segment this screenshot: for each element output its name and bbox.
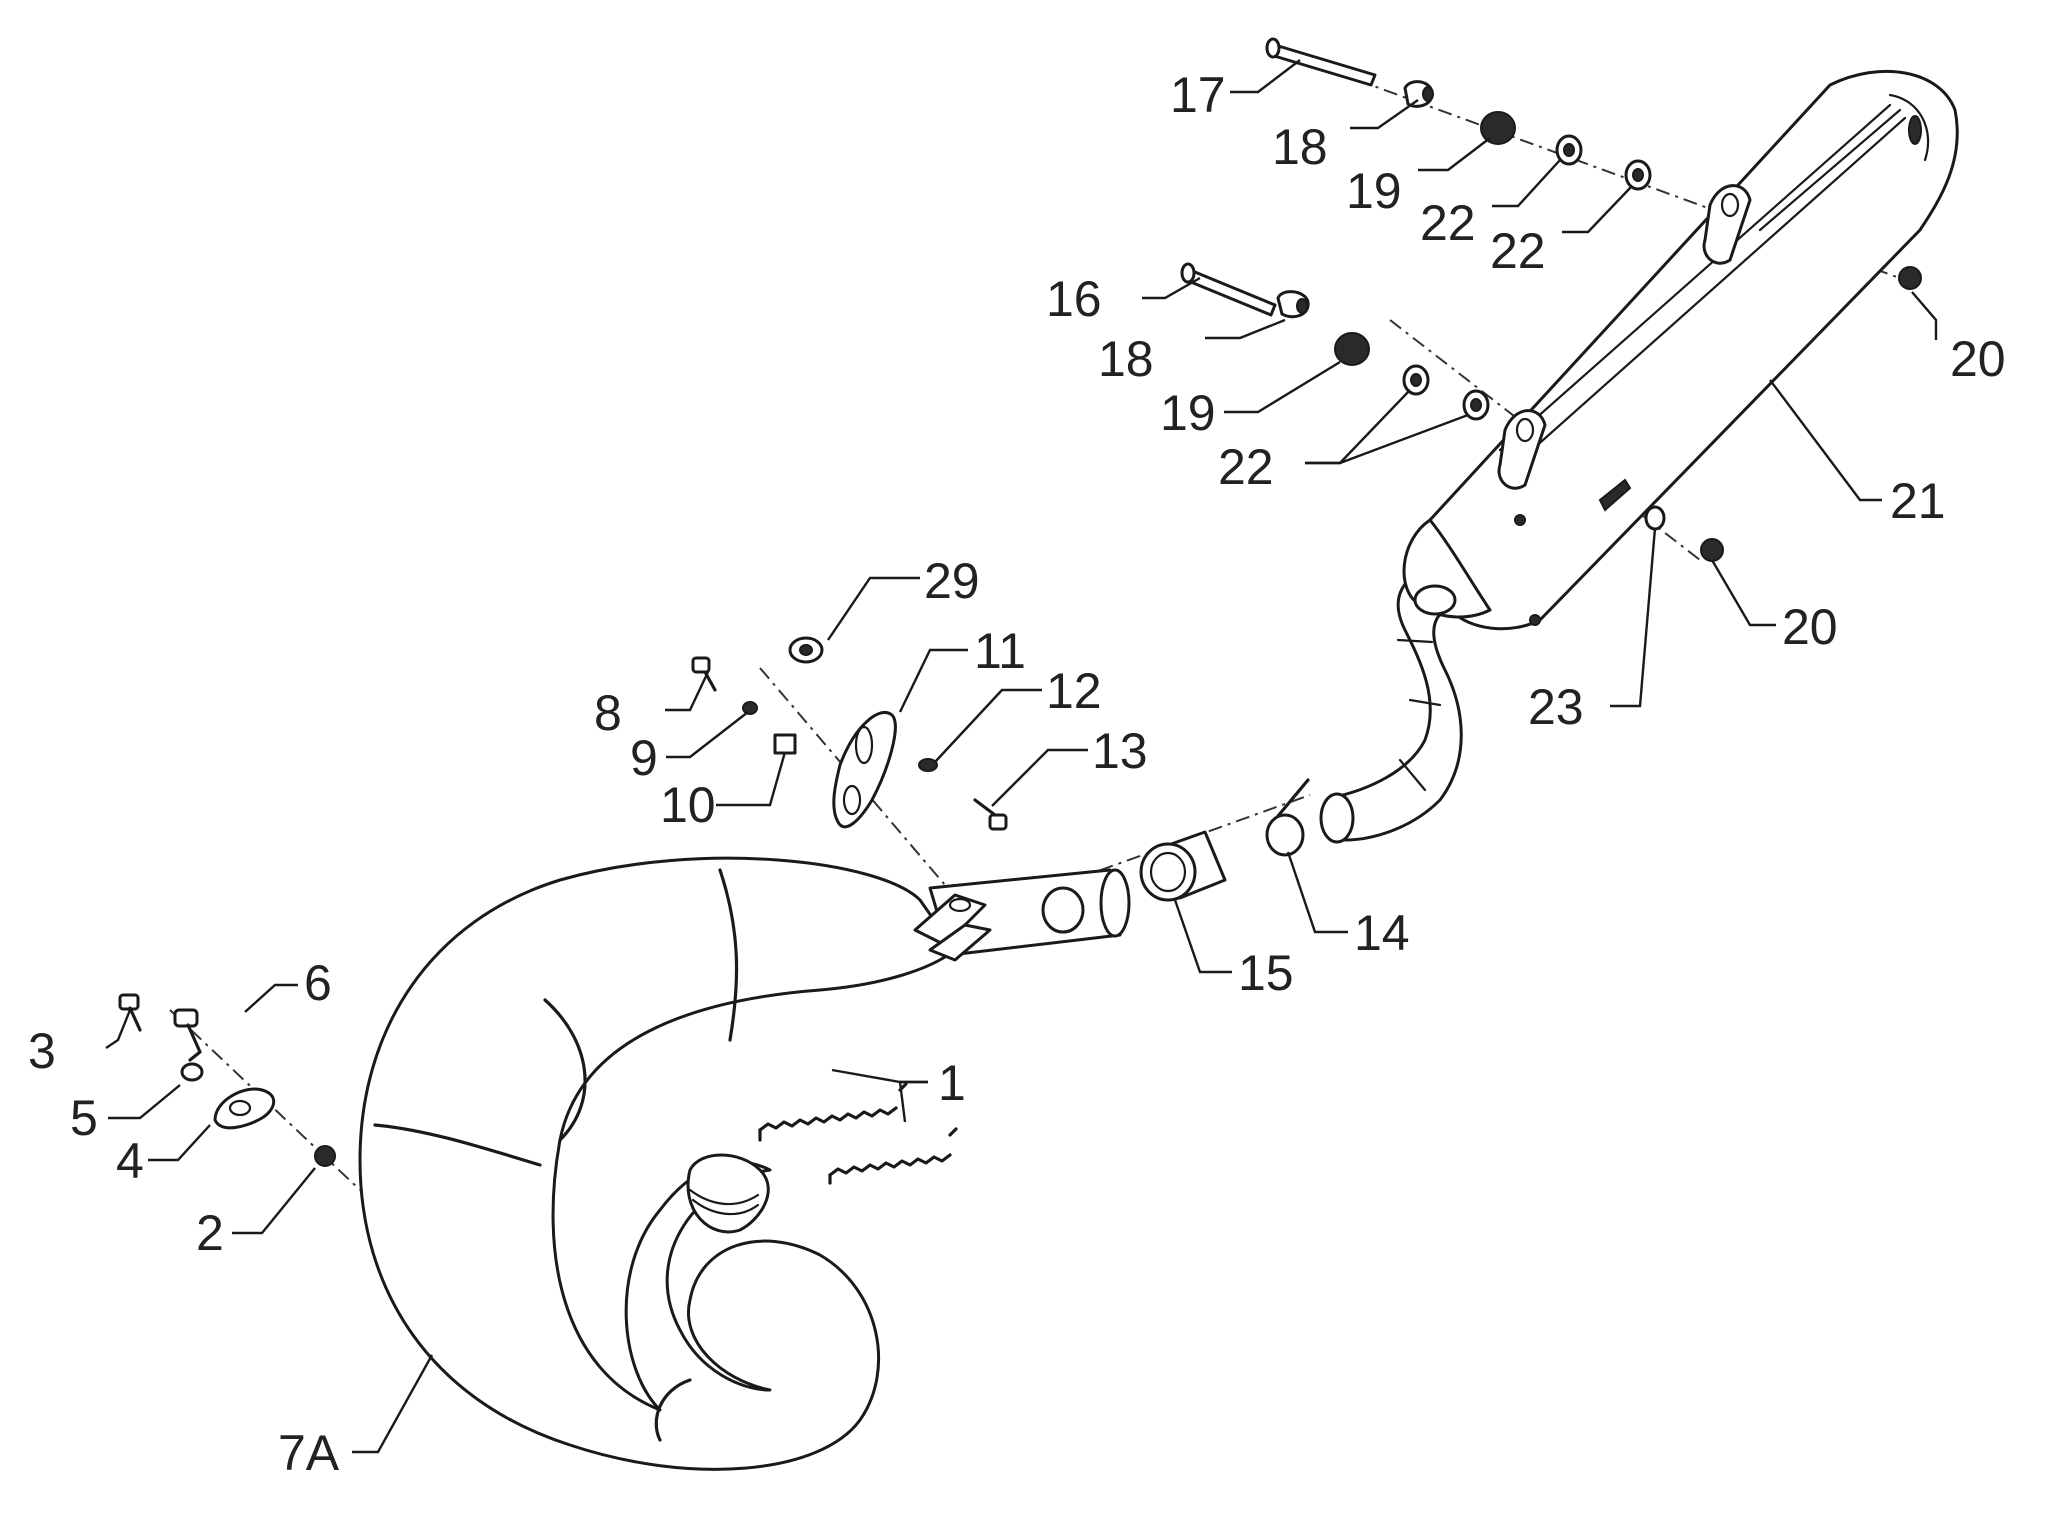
callout-22-c: 22 [1218, 439, 1274, 495]
callout-14: 14 [1354, 905, 1410, 961]
silencer [1402, 69, 1959, 631]
callout-20-top: 20 [1950, 331, 2006, 387]
callout-11: 11 [974, 623, 1026, 679]
callout-3: 3 [28, 1023, 56, 1079]
callout-2: 2 [196, 1205, 224, 1261]
callout-13: 13 [1092, 723, 1148, 779]
springs [758, 1082, 958, 1185]
callout-9: 9 [630, 730, 658, 786]
callout-19-lower: 19 [1160, 385, 1216, 441]
callout-20-lower: 20 [1782, 599, 1838, 655]
callout-18-top: 18 [1272, 119, 1328, 175]
callout-16: 16 [1046, 271, 1102, 327]
callout-17: 17 [1170, 67, 1226, 123]
callout-8: 8 [594, 685, 622, 741]
callout-22-a: 22 [1420, 195, 1476, 251]
callout-7A: 7A [278, 1425, 340, 1481]
callout-4: 4 [116, 1133, 144, 1189]
callout-15: 15 [1238, 945, 1294, 1001]
callout-1: 1 [938, 1055, 966, 1111]
callout-19-top: 19 [1346, 163, 1402, 219]
callout-23: 23 [1528, 679, 1584, 735]
callout-5: 5 [70, 1090, 98, 1146]
callout-labels: 1 2 3 4 5 6 7A 8 9 10 11 12 13 14 15 16 … [28, 67, 2006, 1481]
header-pipe [358, 856, 1131, 1471]
silencer-hardware [1180, 37, 1922, 562]
callout-12: 12 [1046, 663, 1102, 719]
callout-10: 10 [660, 777, 716, 833]
callout-6: 6 [304, 955, 332, 1011]
callout-18-lower: 18 [1098, 331, 1154, 387]
left-hardware [118, 993, 336, 1167]
callout-29: 29 [924, 553, 980, 609]
sleeve-clamp [1139, 778, 1310, 902]
callout-21: 21 [1890, 473, 1946, 529]
callout-22-b: 22 [1490, 223, 1546, 279]
bracket-hardware [691, 636, 1008, 831]
leader-lines [105, 59, 1938, 1454]
